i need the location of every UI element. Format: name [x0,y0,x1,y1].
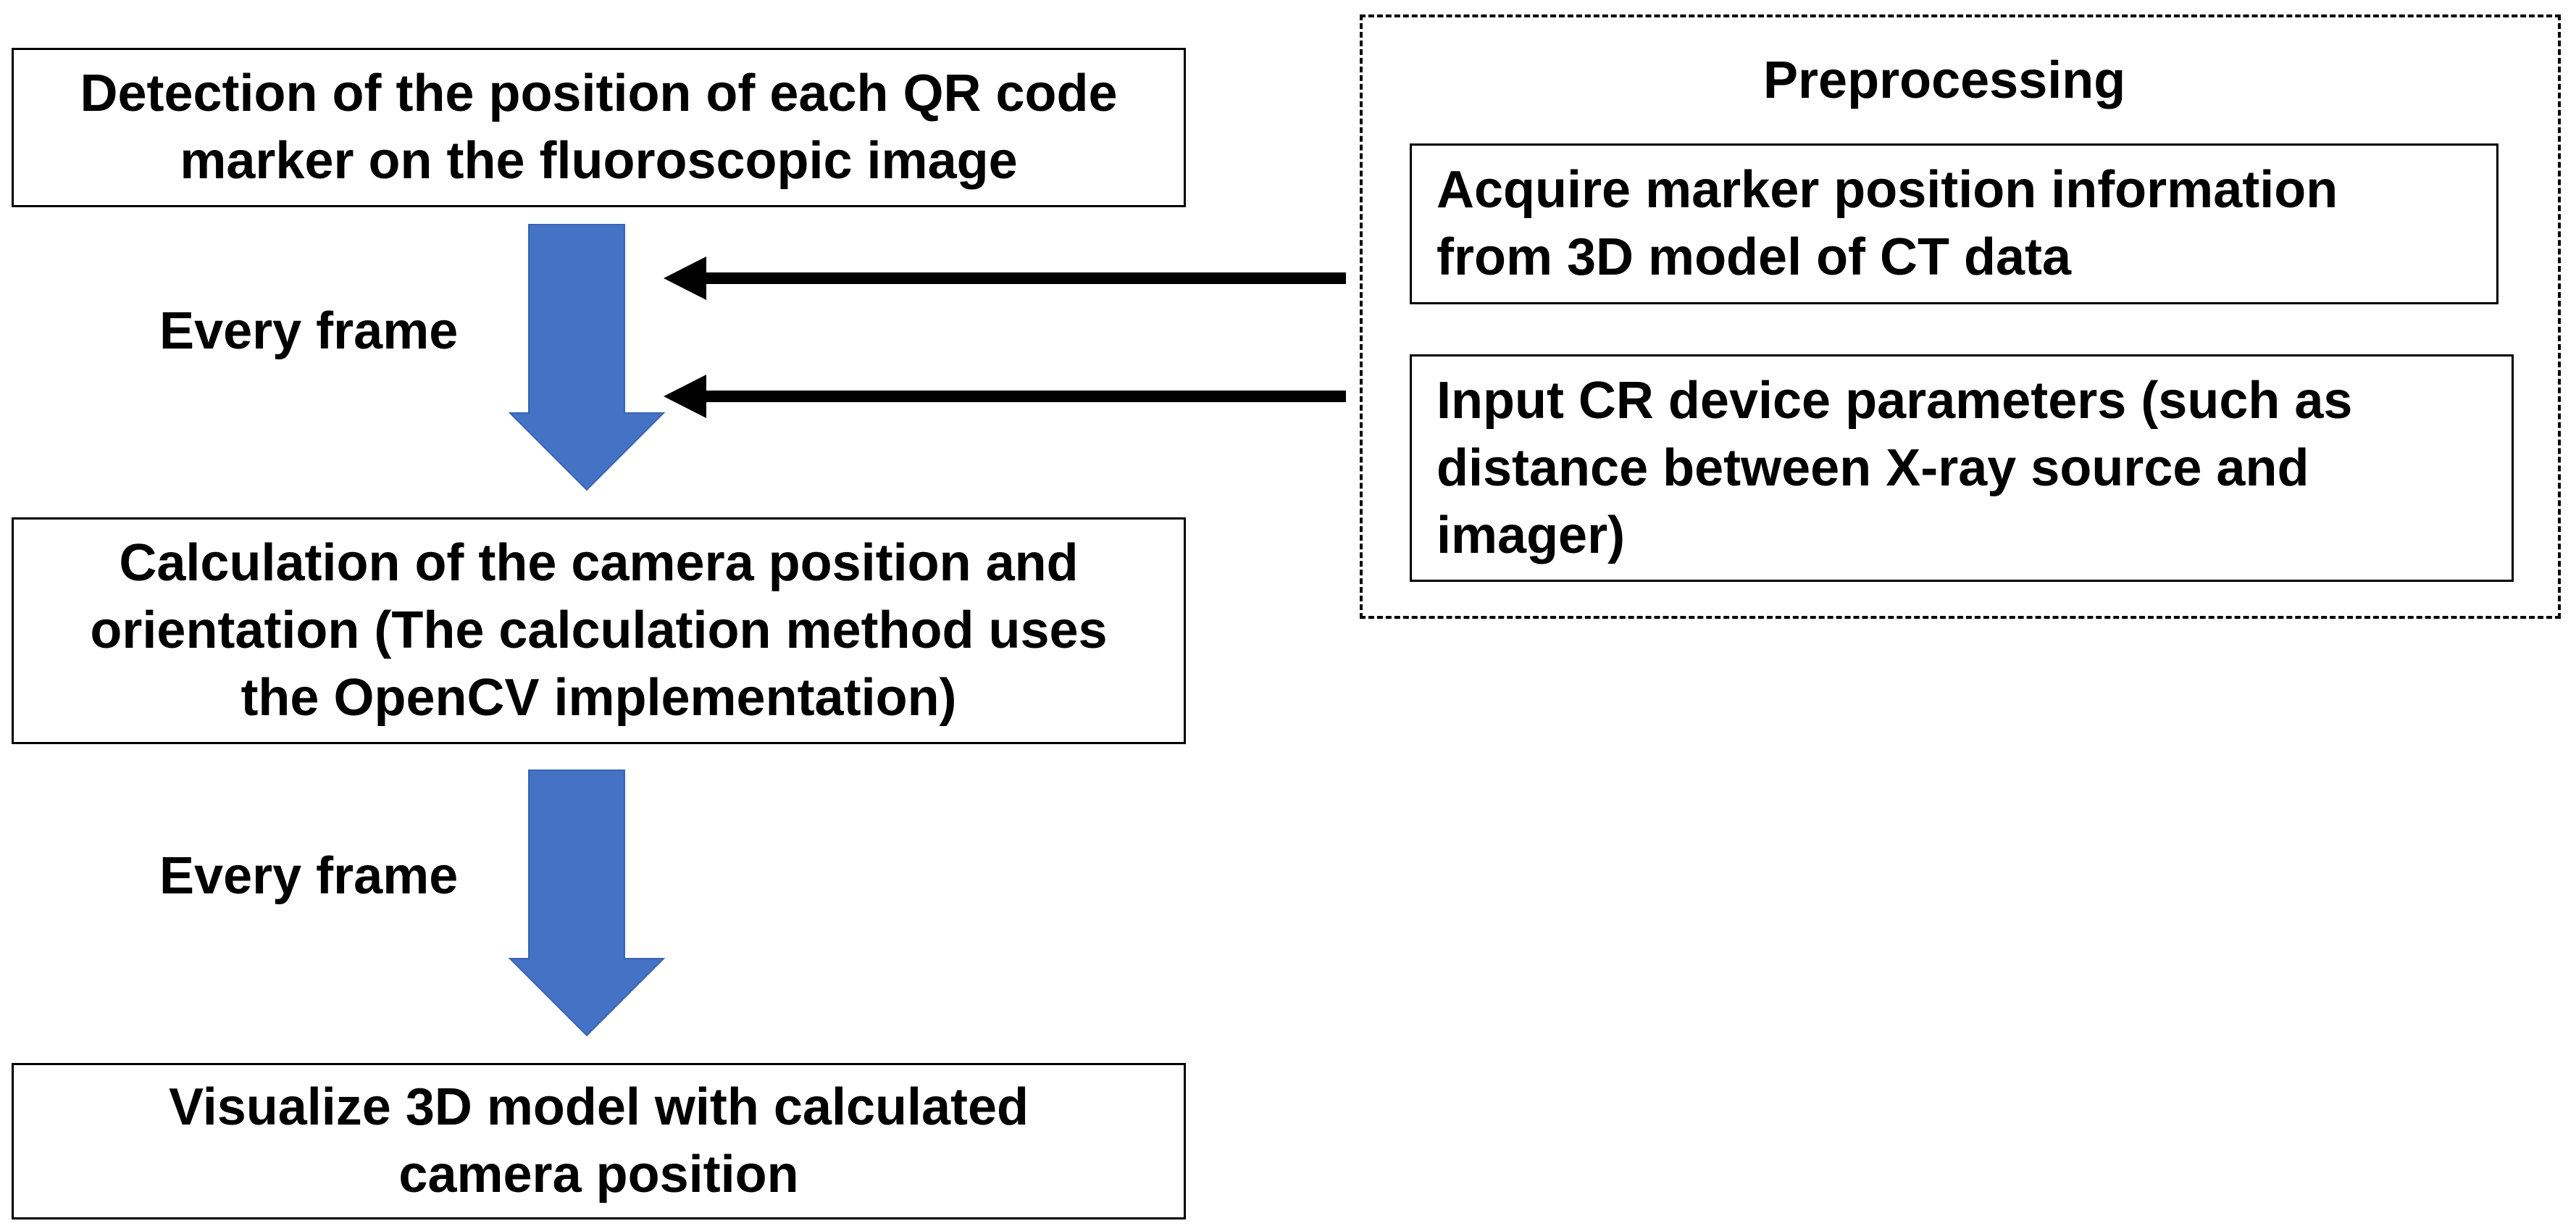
step-calculation-text: Calculation of the camera position and o… [90,534,1108,727]
every-frame-label-1: Every frame [159,302,459,360]
preprocessing-group [1360,14,2561,619]
step-calculation-box: Calculation of the camera position and o… [12,517,1186,744]
step-visualize-box: Visualize 3D model with calculated camer… [12,1063,1186,1219]
preprocessing-device-text: Input CR device parameters (such as dist… [1437,371,2353,564]
step-visualize-text: Visualize 3D model with calculated camer… [168,1078,1029,1204]
down-block-arrow-1 [508,224,666,491]
connector-arrowhead-2 [664,375,706,418]
down-block-arrow-2 [508,770,666,1037]
step-detection-text: Detection of the position of each QR cod… [80,64,1118,190]
step-detection-box: Detection of the position of each QR cod… [12,48,1186,207]
preprocessing-title: Preprocessing [1763,51,2126,109]
preprocessing-marker-text: Acquire marker position information from… [1437,161,2338,286]
preprocessing-marker-box: Acquire marker position information from… [1410,143,2498,304]
connector-arrowhead-1 [664,257,706,300]
every-frame-label-2: Every frame [159,847,459,905]
preprocessing-device-box: Input CR device parameters (such as dist… [1410,354,2514,582]
